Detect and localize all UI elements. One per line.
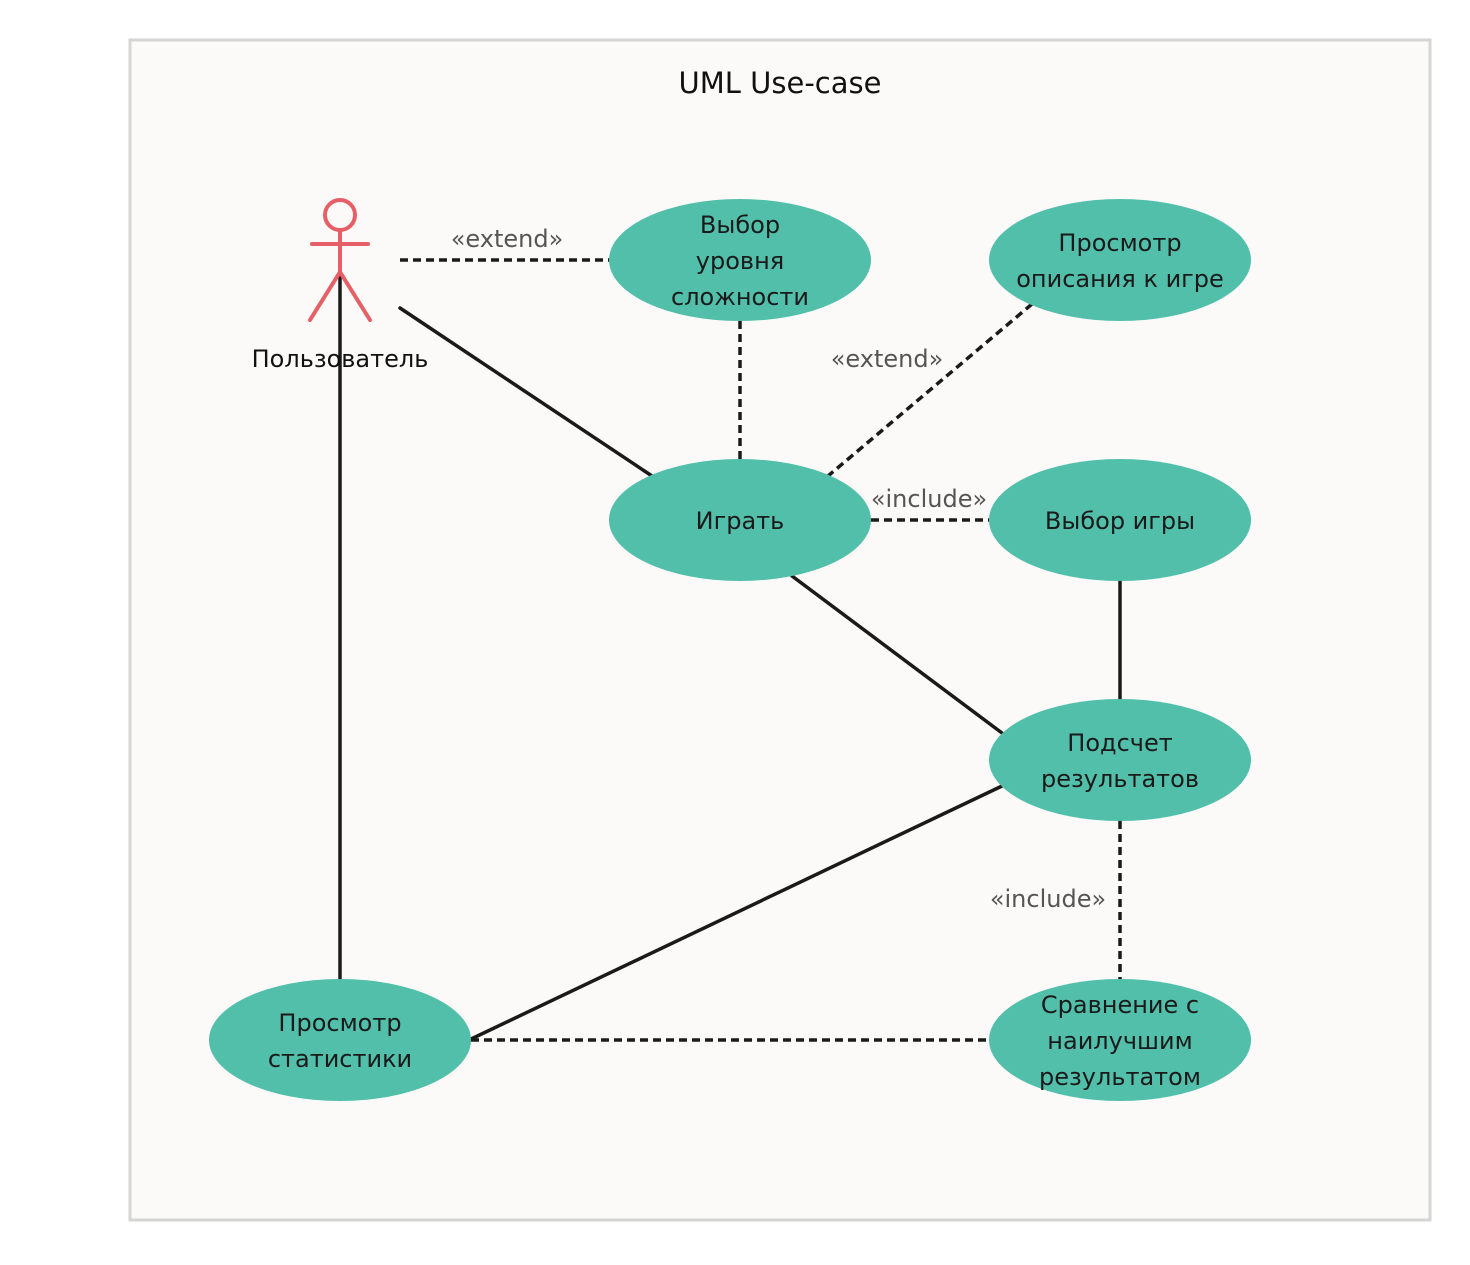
stereotype-label-extend: «extend»	[831, 345, 944, 373]
actor-layer: Пользователь	[252, 198, 429, 373]
use-case-ellipse	[989, 699, 1251, 821]
use-case-label-line: Играть	[696, 507, 785, 535]
use-case-label-line: Выбор	[700, 211, 780, 239]
use-case-label-line: Выбор игры	[1045, 507, 1195, 535]
use-case-ellipse	[609, 459, 871, 581]
use-case-choose-game[interactable]: Выбор игры	[989, 459, 1251, 581]
use-case-label-line: Подсчет	[1067, 729, 1172, 757]
use-case-label-line: результатом	[1039, 1063, 1201, 1091]
use-case-play[interactable]: Играть	[609, 459, 871, 581]
stereotype-labels-layer: «extend» «extend» «include» «include»	[451, 225, 1106, 913]
actor-label: Пользователь	[252, 345, 429, 373]
use-case-ellipse	[989, 459, 1251, 581]
use-case-ellipse	[209, 979, 471, 1101]
use-case-label-line: наилучшим	[1047, 1027, 1192, 1055]
use-case-label-line: Просмотр	[278, 1009, 401, 1037]
use-case-label-line: сложности	[671, 283, 809, 311]
relations-layer	[338, 258, 1122, 1042]
use-case-label-line: уровня	[696, 247, 784, 275]
relation-results-stats-association	[467, 784, 1004, 1042]
stereotype-label-extend: «extend»	[451, 225, 564, 253]
actor-left-leg	[308, 270, 342, 322]
use-case-compare[interactable]: Сравнение с наилучшим результатом	[989, 979, 1251, 1101]
use-case-stats[interactable]: Просмотр статистики	[209, 979, 471, 1101]
use-case-label-line: Сравнение с	[1041, 991, 1199, 1019]
actor-right-leg	[338, 270, 372, 322]
use-case-label-line: статистики	[268, 1045, 412, 1073]
use-case-description[interactable]: Просмотр описания к игре	[989, 199, 1251, 321]
use-case-ellipse	[609, 199, 871, 321]
use-case-label-line: описания к игре	[1016, 265, 1224, 293]
actor-user[interactable]: Пользователь	[252, 198, 429, 373]
use-case-ellipse	[989, 199, 1251, 321]
use-case-label-line: Просмотр	[1058, 229, 1181, 257]
diagram-title: UML Use-case	[679, 66, 882, 100]
relation-user-play-association	[398, 306, 654, 478]
relation-play-results-association	[790, 574, 1004, 735]
relation-description-play-extend	[826, 302, 1034, 478]
stereotype-label-include: «include»	[990, 885, 1106, 913]
use-case-difficulty[interactable]: Выбор уровня сложности	[609, 199, 871, 321]
use-case-results[interactable]: Подсчет результатов	[989, 699, 1251, 821]
use-case-ellipse	[989, 979, 1251, 1101]
use-case-label-line: результатов	[1041, 765, 1199, 793]
stereotype-label-include: «include»	[871, 485, 987, 513]
